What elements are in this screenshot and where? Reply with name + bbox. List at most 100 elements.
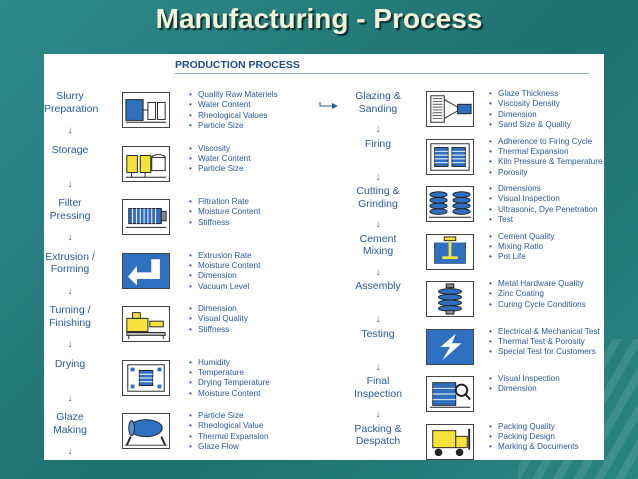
parameter-item: Mixing Ratio	[489, 242, 554, 253]
parameter-item: Metal Hardware Quality	[489, 279, 586, 290]
parameter-item: Moisture Content	[189, 389, 270, 400]
parameter-item: Packing Design	[489, 432, 579, 443]
flow-arrow: ↓	[67, 285, 73, 297]
flow-arrow: ↓	[375, 171, 381, 183]
step-label: Filter Pressing	[49, 197, 91, 222]
parameter-item: Water Content	[189, 154, 250, 165]
parameter-list: Particle SizeRheological ValueThermal Ex…	[189, 411, 269, 453]
parameter-item: Visual Inspection	[489, 374, 560, 385]
parameter-item: Glaze Flow	[189, 442, 269, 453]
parameter-list: Adherence to Firing CycleThermal Expansi…	[489, 137, 603, 179]
parameter-item: Thermal Test & Porosity	[489, 337, 600, 348]
drying-chamber-icon	[122, 359, 170, 396]
slurry-tanks-icon	[122, 92, 170, 128]
parameter-item: Moisture Content	[189, 261, 260, 272]
kiln-icon	[426, 138, 474, 175]
parameter-item: Dimension	[489, 110, 571, 121]
step-label: Slurry Preparation	[44, 90, 99, 115]
parameter-item: Zinc Coating	[489, 289, 586, 300]
flow-arrow: ↓	[67, 446, 73, 457]
parameter-item: Visual Inspection	[489, 194, 598, 205]
parameter-item: Stiffness	[189, 218, 260, 229]
panel-title-rule	[175, 73, 589, 74]
parameter-item: Adherence to Firing Cycle	[489, 137, 603, 148]
parameter-item: Stiffness	[189, 325, 248, 336]
parameter-item: Cement Quality	[489, 232, 554, 243]
step-label: Testing	[361, 327, 395, 340]
parameter-item: Sand Size & Quality	[489, 120, 571, 131]
parameter-item: Packing Quality	[489, 422, 579, 433]
parameter-item: Marking & Documents	[489, 442, 579, 453]
filter-press-icon	[122, 199, 170, 235]
flow-arrow: ↓	[375, 124, 381, 135]
forklift-icon	[426, 423, 474, 460]
parameter-item: Dimensions	[489, 184, 598, 195]
parameter-item: Electrical & Mechanical Test	[489, 327, 600, 338]
mixer-icon	[426, 233, 474, 270]
parameter-list: Metal Hardware QualityZinc CoatingCuring…	[489, 279, 586, 311]
parameter-list: DimensionsVisual InspectionUltrasonic, D…	[489, 184, 598, 226]
parameter-item: Extrusion Rate	[189, 251, 260, 262]
parameter-item: Glaze Thickness	[489, 89, 571, 100]
parameter-item: Particle Size	[189, 164, 250, 175]
lightning-test-icon	[426, 328, 474, 365]
inspection-icon	[426, 376, 474, 412]
flow-arrow: ↓	[67, 232, 73, 243]
parameter-item: Moisture Content	[189, 207, 260, 218]
parameter-list: Extrusion RateMoisture ContentDimensionV…	[189, 251, 260, 293]
step-label: Final Inspection	[354, 375, 402, 400]
parameter-item: Particle Size	[189, 121, 278, 132]
step-label: Assembly	[355, 280, 401, 292]
step-label: Turning / Finishing	[48, 304, 92, 329]
parameter-list: Cement QualityMixing RatioPot Life	[489, 232, 554, 264]
process-diagram-panel: PRODUCTION PROCESS Slurry Preparation ↓ Qu…	[44, 54, 604, 460]
step-label: Storage	[51, 143, 89, 156]
glaze-spray-icon	[426, 91, 474, 127]
parameter-item: Ultrasonic, Dye Penetration	[489, 205, 598, 216]
parameter-item: Viscosity Density	[489, 99, 571, 110]
parameter-item: Thermal Expansion	[489, 147, 603, 158]
parameter-item: Quality Raw Materiels	[189, 90, 278, 101]
flow-arrow: ↓	[375, 409, 381, 420]
parameter-item: Dimension	[489, 384, 560, 395]
flow-arrow: ↓	[375, 219, 381, 230]
parameter-item: Particle Size	[189, 411, 269, 422]
parameter-item: Visual Quality	[189, 314, 248, 325]
parameter-item: Pot Life	[489, 252, 554, 263]
step-label: Packing & Despatch	[354, 422, 402, 448]
parameter-list: Visual InspectionDimension	[489, 374, 560, 395]
flow-arrow: ↓	[67, 178, 73, 190]
flow-arrow: ↓	[67, 392, 73, 404]
parameter-list: Glaze ThicknessViscosity DensityDimensio…	[489, 89, 571, 131]
parameter-item: Curing Cycle Conditions	[489, 300, 586, 311]
insulator-stack-icon	[426, 186, 474, 222]
step-label: Extrusion / Forming	[45, 250, 95, 276]
step-label: Drying	[54, 357, 86, 370]
parameter-item: Vacuum Level	[189, 282, 260, 293]
extrusion-icon	[122, 252, 170, 289]
parameter-item: Dimension	[189, 271, 260, 282]
step-label: Cement Mixing	[359, 232, 397, 258]
storage-tanks-icon	[122, 145, 170, 182]
parameter-item: Viscosity	[189, 144, 250, 155]
parameter-item: Filtration Rate	[189, 197, 260, 208]
step-label: Glaze Making	[53, 411, 87, 436]
step-label: Firing	[364, 137, 392, 150]
flow-arrow: ↓	[67, 125, 73, 136]
step-label: Cutting & Grinding	[356, 185, 400, 210]
parameter-list: Filtration RateMoisture ContentStiffness	[189, 197, 260, 229]
parameter-item: Special Test for Customers	[489, 347, 600, 358]
parameter-list: Quality Raw MaterielsWater ContentRheolo…	[189, 90, 278, 132]
parameter-item: Temperature	[189, 368, 270, 379]
flow-arrow: ↓	[67, 339, 73, 350]
parameter-item: Thermal Expansion	[189, 432, 269, 443]
lathe-icon	[122, 306, 170, 342]
slide-title: Manufacturing - Process	[155, 3, 483, 34]
parameter-item: Porosity	[489, 168, 603, 179]
panel-title: PRODUCTION PROCESS	[175, 59, 300, 71]
parameter-item: Rheological Value	[189, 421, 269, 432]
flow-arrow: ↓	[375, 266, 381, 278]
parameter-item: Humidity	[189, 358, 270, 369]
glaze-mill-icon	[122, 413, 170, 449]
parameter-list: DimensionVisual QualityStiffness	[189, 304, 248, 336]
